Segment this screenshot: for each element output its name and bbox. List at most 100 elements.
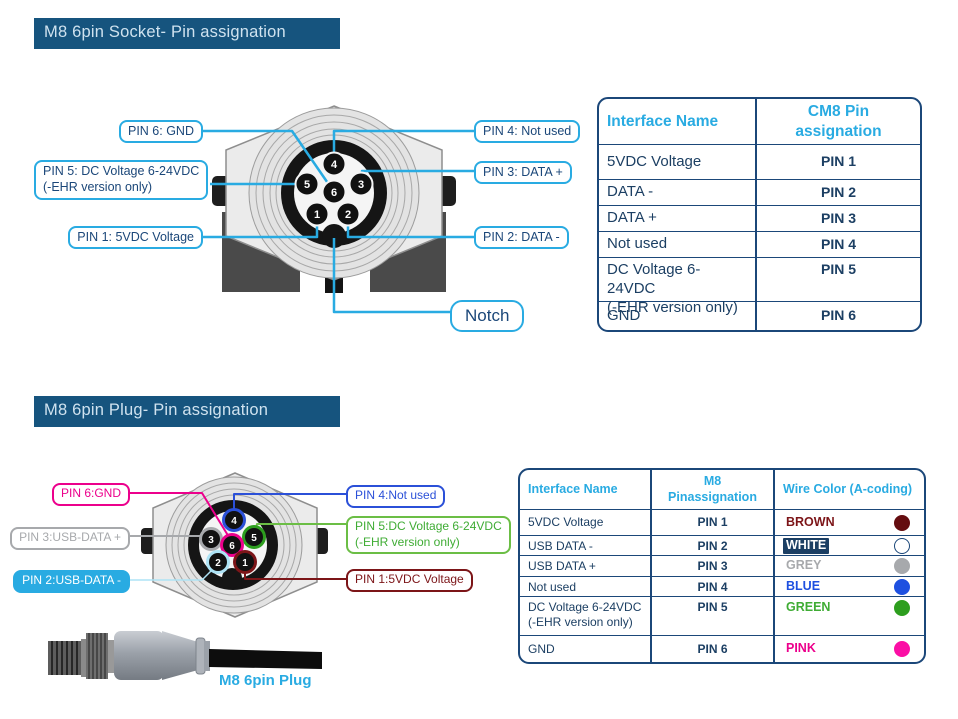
wire-name: GREY [786, 558, 822, 573]
socket-pins: 4 5 3 6 1 2 [294, 151, 374, 227]
column-header: Wire Color (A-coding) [783, 481, 913, 496]
plug-callout-pin6: PIN 6:GND [51, 483, 130, 506]
pin-cell: PIN 5 [652, 597, 775, 635]
plug-pin-1-number: 1 [242, 558, 248, 569]
table-row: GND PIN 6 [599, 301, 920, 330]
wire-name: GREEN [786, 600, 831, 614]
wire-name: PINK [786, 641, 816, 656]
wire-cell: GREY [775, 556, 924, 576]
plug-pin-3-number: 3 [208, 535, 214, 546]
wire-cell: PINK [775, 636, 924, 662]
plug-pin-2-number: 2 [215, 558, 221, 569]
column-header: CM8 Pin assignation [795, 103, 882, 140]
pin-cell: PIN 3 [820, 209, 856, 226]
wire-name: BLUE [786, 579, 821, 594]
column-header: M8 Pinassignation [652, 470, 775, 509]
socket-pin-5: 5 [294, 171, 320, 197]
plug-pin-6: 6 [220, 533, 244, 557]
pin-cell: PIN 2 [652, 536, 775, 556]
pin-cell: PIN 1 [652, 510, 775, 535]
pin-cell: PIN 4 [820, 235, 856, 252]
interface-cell: USB DATA - [520, 536, 652, 556]
table-row: DC Voltage 6-24VDC (-EHR version only) P… [599, 257, 920, 320]
table-row: 5VDC Voltage PIN 1 [599, 144, 920, 179]
socket-pin-6: 6 [321, 179, 347, 205]
pin-cell: PIN 5 [820, 261, 856, 277]
plug-pin-5: 5 [242, 525, 266, 549]
table-row: GND PIN 6 PINK [520, 635, 924, 662]
wire-cell: BROWN [775, 510, 924, 535]
table-row: DATA + PIN 3 [599, 205, 920, 231]
socket-section-title: M8 6pin Socket- Pin assignation [34, 18, 340, 49]
wire-color-dot [894, 538, 910, 554]
wire-cell: WHITE [775, 536, 924, 556]
plug-pin-3: 3 [199, 527, 223, 551]
socket-line-pin6 [203, 129, 336, 193]
pin-cell: PIN 2 [820, 183, 856, 200]
plug-pin-1: 1 [233, 550, 257, 574]
wire-cell: BLUE [775, 577, 924, 597]
plug-callout-pin5: PIN 5:DC Voltage 6-24VDC (-EHR version o… [346, 516, 511, 555]
plug-pin-4-number: 4 [231, 516, 237, 527]
plug-pin-6-number: 6 [229, 541, 235, 552]
socket-pin-6-number: 6 [331, 187, 337, 199]
table-row: USB DATA + PIN 3 GREY [520, 555, 924, 576]
interface-cell: DC Voltage 6-24VDC (-EHR version only) [599, 258, 757, 320]
plug-line-pin6 [130, 492, 233, 543]
wire-cell: GREEN [775, 597, 924, 635]
socket-pin-1-number: 1 [314, 209, 320, 221]
socket-callout-pin2: PIN 2: DATA - [474, 226, 569, 250]
socket-pin-3-number: 3 [358, 179, 364, 191]
socket-callout-pin6: PIN 6: GND [119, 120, 203, 144]
socket-pin-2: 2 [335, 201, 361, 227]
interface-cell: USB DATA + [520, 556, 652, 576]
socket-pin-4: 4 [321, 151, 347, 177]
socket-pin-1: 1 [304, 201, 330, 227]
interface-cell: Not used [599, 232, 757, 257]
plug-pin-2: 2 [206, 550, 230, 574]
socket-callout-pin1: PIN 1: 5VDC Voltage [68, 226, 203, 250]
cable-body [114, 631, 164, 680]
wire-color-dot [894, 600, 910, 616]
socket-pin-5-number: 5 [304, 179, 310, 191]
wire-name: WHITE [783, 538, 830, 554]
plug-callout-pin1: PIN 1:5VDC Voltage [346, 569, 473, 592]
wire-color-dot [894, 641, 910, 657]
cable-illustration [48, 631, 322, 680]
plug-pins: 4 3 5 6 2 1 [199, 508, 266, 574]
interface-cell: 5VDC Voltage [599, 145, 757, 179]
cable-wire [209, 649, 322, 669]
pin-cell: PIN 3 [652, 556, 775, 576]
pin-cell: PIN 6 [652, 636, 775, 662]
plug-callout-pin3: PIN 3:USB-DATA + [10, 527, 130, 550]
socket-pin-3: 3 [348, 171, 374, 197]
plug-callout-pin2: PIN 2:USB-DATA - [13, 570, 130, 593]
table-header-row: Interface Name CM8 Pin assignation [599, 99, 920, 144]
column-header: Interface Name [520, 470, 652, 509]
table-row: DC Voltage 6-24VDC (-EHR version only) P… [520, 596, 924, 635]
wire-name: BROWN [786, 514, 835, 529]
plug-section-title: M8 6pin Plug- Pin assignation [34, 396, 340, 427]
socket-notch [322, 224, 346, 248]
table-row: USB DATA - PIN 2 WHITE [520, 535, 924, 556]
socket-pin-4-number: 4 [331, 159, 338, 171]
plug-pin-table: Interface Name M8 Pinassignation Wire Co… [518, 468, 926, 664]
table-header-row: Interface Name M8 Pinassignation Wire Co… [520, 470, 924, 509]
wire-color-dot [894, 558, 910, 574]
interface-cell: DC Voltage 6-24VDC (-EHR version only) [520, 597, 652, 635]
interface-cell: DATA + [599, 206, 757, 231]
pin-cell: PIN 1 [820, 153, 856, 170]
table-row: DATA - PIN 2 [599, 179, 920, 205]
socket-line-notch [332, 238, 452, 314]
socket-callout-notch: Notch [450, 300, 525, 333]
interface-cell: GND [520, 636, 652, 662]
cable-label: M8 6pin Plug [219, 672, 312, 689]
plug-pin-5-number: 5 [251, 533, 257, 544]
wire-color-dot [894, 579, 910, 595]
socket-pin-table: Interface Name CM8 Pin assignation 5VDC … [597, 97, 922, 332]
socket-pin-2-number: 2 [345, 209, 351, 221]
interface-cell: GND [599, 302, 757, 330]
socket-callout-pin3: PIN 3: DATA + [474, 161, 572, 185]
pin-cell: PIN 4 [652, 577, 775, 597]
